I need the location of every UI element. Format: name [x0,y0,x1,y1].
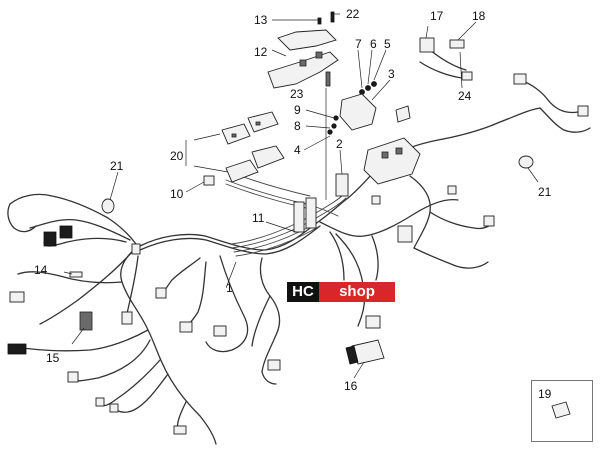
callout-8: 8 [294,119,301,133]
connector-10 [203,175,215,186]
callout-9: 9 [294,103,301,117]
callout-23: 23 [290,87,304,101]
callout-22: 22 [346,7,360,21]
callout-12: 12 [254,45,268,59]
connector-far-right [483,215,495,227]
callout-21-left: 21 [110,159,124,173]
connector-mid-right [447,185,457,195]
screws-13-22 [317,11,335,25]
bracket-12 [267,29,339,89]
sensor-18 [449,39,465,49]
connector-right [577,105,589,117]
leader-lines [63,13,539,379]
callout-21-right: 21 [538,185,552,199]
watermark-hc: HC [287,282,319,302]
callout-11: 11 [252,211,265,225]
relay-bracket-3 [339,93,411,131]
callout-10: 10 [170,187,184,201]
callout-19: 19 [538,387,552,401]
callout-13: 13 [254,13,268,27]
callout-14: 14 [34,263,48,277]
callout-1: 1 [226,281,233,295]
small-bolts [359,81,377,95]
grommet-21-right [518,155,534,169]
callout-3: 3 [388,67,395,81]
callout-18: 18 [472,9,486,23]
callout-2: 2 [336,137,343,151]
callout-20: 20 [170,149,184,163]
junction-box [363,137,421,185]
connector-small [371,195,381,205]
inset-box-19 [531,380,593,442]
fuse-boxes-20 [221,111,285,183]
part-19 [551,401,571,419]
callout-7: 7 [355,37,362,51]
center-column [293,197,317,233]
hcshop-watermark: HC shop [287,282,395,302]
callout-24: 24 [458,89,472,103]
callout-labels: 1 2 3 4 5 6 7 8 9 10 11 12 13 14 15 16 1… [34,7,552,401]
cable-end-24 [461,71,473,81]
fasteners-8-9 [327,115,339,135]
callout-16: 16 [344,379,358,393]
stud-23 [325,71,331,87]
grommet-21-left [101,198,115,214]
callout-15: 15 [46,351,60,365]
callout-4: 4 [294,143,301,157]
fuse-14 [69,271,83,278]
connector-right-mid [397,225,413,243]
connector-block-16 [345,315,385,365]
callout-5: 5 [384,37,391,51]
connector-upper-right [513,73,527,85]
module-2 [335,173,349,197]
callout-17: 17 [430,9,444,23]
left-connectors [7,225,281,435]
connector-17 [419,37,435,53]
watermark-shop: shop [319,282,395,302]
callout-6: 6 [370,37,377,51]
